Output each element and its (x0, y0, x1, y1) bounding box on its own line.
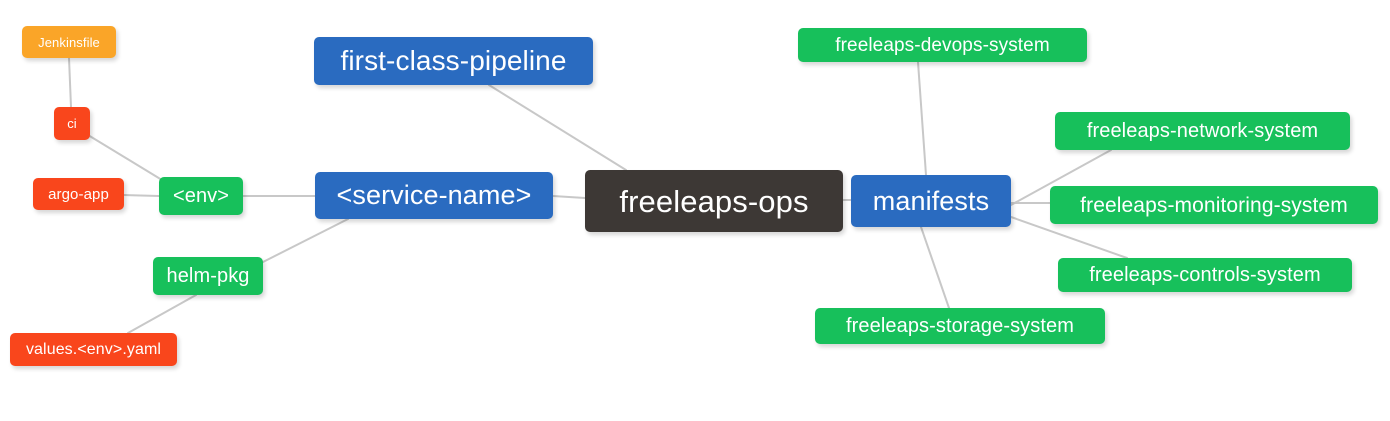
edge-helm-pkg-to-service-name (262, 218, 349, 263)
edge-values-env-yaml-to-helm-pkg (127, 294, 197, 334)
mindmap-node-freeleaps-devops-system[interactable]: freeleaps-devops-system (798, 28, 1087, 62)
mindmap-node-first-class-pipeline[interactable]: first-class-pipeline (314, 37, 593, 85)
edge-first-class-pipeline-to-freeleaps-ops (488, 84, 627, 171)
mindmap-node-freeleaps-storage-system[interactable]: freeleaps-storage-system (815, 308, 1105, 344)
mindmap-node-argo-app[interactable]: argo-app (33, 178, 124, 210)
edge-jenkinsfile-to-ci (68, 57, 72, 108)
edge-service-name-to-freeleaps-ops (552, 195, 586, 199)
mindmap-node-jenkinsfile[interactable]: Jenkinsfile (22, 26, 116, 58)
mindmap-node-freeleaps-monitoring-system[interactable]: freeleaps-monitoring-system (1050, 186, 1378, 224)
mindmap-node-helm-pkg[interactable]: helm-pkg (153, 257, 263, 295)
edge-manifests-to-freeleaps-devops-system (917, 61, 927, 176)
mindmap-node-service-name[interactable]: <service-name> (315, 172, 553, 219)
mindmap-node-values-env-yaml[interactable]: values.<env>.yaml (10, 333, 177, 366)
mindmap-node-freeleaps-controls-system[interactable]: freeleaps-controls-system (1058, 258, 1352, 292)
mindmap-node-freeleaps-ops[interactable]: freeleaps-ops (585, 170, 843, 232)
mindmap-node-freeleaps-network-system[interactable]: freeleaps-network-system (1055, 112, 1350, 150)
mindmap-node-env[interactable]: <env> (159, 177, 243, 215)
edge-manifests-to-freeleaps-storage-system (920, 226, 950, 309)
edge-argo-app-to-env (123, 194, 160, 197)
mindmap-node-ci[interactable]: ci (54, 107, 90, 140)
mindmap-node-manifests[interactable]: manifests (851, 175, 1011, 227)
edge-ci-to-env (87, 134, 163, 181)
